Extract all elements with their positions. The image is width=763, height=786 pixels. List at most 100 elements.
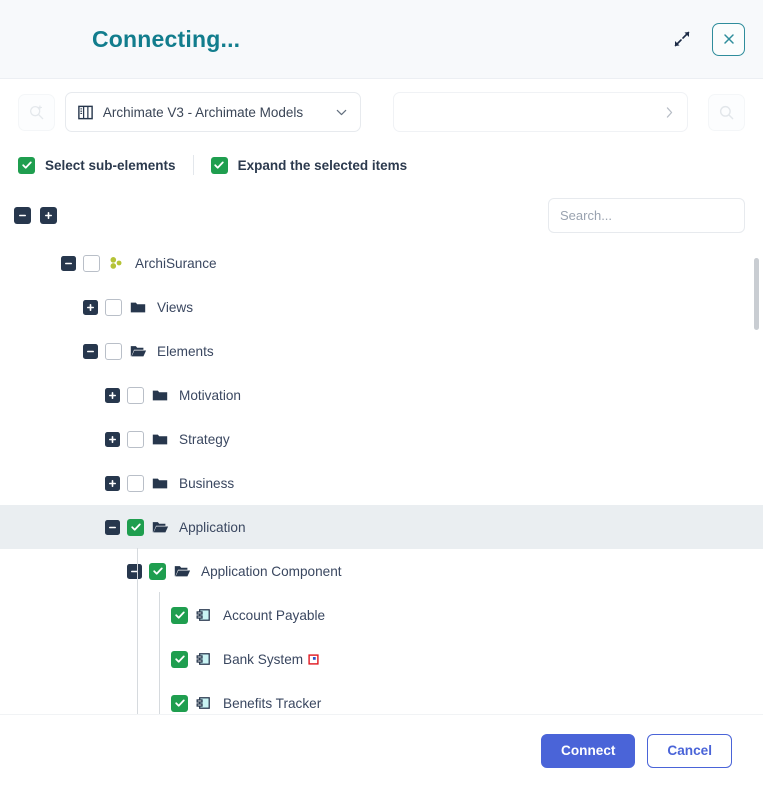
folder-open-icon	[152, 522, 169, 533]
tree-row[interactable]: Bank System	[0, 637, 763, 681]
minus-square-icon	[18, 214, 27, 216]
tree-row-checkbox[interactable]	[105, 342, 122, 360]
page-title: Connecting...	[92, 25, 241, 52]
tree-row[interactable]: Application Component	[0, 549, 763, 593]
tree-row-expand-toggle[interactable]	[105, 475, 120, 491]
tree-scrollbar-thumb[interactable]	[754, 258, 759, 330]
connect-button[interactable]: Connect	[541, 733, 636, 768]
tree-row-expand-toggle[interactable]	[83, 299, 98, 315]
view-reference-badge-icon	[308, 653, 319, 665]
tree-row-checkbox[interactable]	[83, 254, 100, 272]
view-reference-badge-icon	[308, 653, 319, 665]
tree-row[interactable]: Benefits Tracker	[0, 681, 763, 714]
expand-all-button[interactable]	[40, 206, 57, 224]
expand-selected-items-checkbox[interactable]	[210, 156, 228, 174]
tree-row-icon	[173, 562, 197, 580]
table-grid-icon	[78, 105, 93, 119]
collapse-all-button[interactable]	[14, 206, 31, 224]
tree-row-checkbox[interactable]	[127, 430, 144, 448]
plus-icon	[86, 303, 95, 311]
folder-closed-icon	[152, 434, 168, 445]
minus-icon	[86, 350, 95, 352]
model-select[interactable]: Archimate V3 - Archimate Models	[64, 92, 361, 132]
expand-diagonal-icon[interactable]	[668, 25, 696, 53]
tree-guide-line	[159, 592, 160, 714]
plus-square-icon	[44, 211, 53, 219]
path-field[interactable]	[392, 92, 689, 132]
tree-row-expand-toggle[interactable]	[105, 431, 120, 447]
select-sub-elements-checkbox[interactable]	[18, 156, 35, 174]
model-select-value: Archimate V3 - Archimate Models	[102, 104, 304, 120]
toolbar: Archimate V3 - Archimate Models	[0, 79, 763, 145]
select-sub-elements-option[interactable]: Select sub-elements	[18, 156, 176, 174]
tree-row[interactable]: Strategy	[0, 417, 763, 461]
tree-row-checkbox[interactable]	[171, 650, 188, 668]
tree-row-checkbox[interactable]	[127, 518, 144, 536]
dialog-header: Connecting...	[0, 0, 763, 79]
tree-row-label: Account Payable	[223, 607, 326, 623]
folder-open-icon	[174, 566, 191, 577]
check-icon	[130, 523, 141, 531]
tree-row-collapse-toggle[interactable]	[83, 343, 98, 359]
tree-row-icon	[151, 518, 175, 536]
tree-row-checkbox[interactable]	[171, 694, 188, 712]
options-row: Select sub-elements Expand the selected …	[0, 145, 763, 185]
tree-row-checkbox[interactable]	[127, 474, 144, 492]
tree-row-checkbox[interactable]	[127, 386, 144, 404]
cancel-button[interactable]: Cancel	[647, 733, 732, 768]
tree-row-icon	[151, 430, 175, 448]
tree-row[interactable]: Application	[0, 505, 763, 549]
tree-row-icon	[129, 298, 153, 316]
tree-search-input[interactable]	[560, 207, 736, 223]
tree-row-expand-toggle[interactable]	[105, 387, 120, 403]
tree-row[interactable]: Business	[0, 461, 763, 505]
tree-row[interactable]: Views	[0, 285, 763, 329]
tree-row-label: Motivation	[179, 387, 241, 403]
tree-search-box[interactable]	[548, 197, 745, 233]
search-button[interactable]	[708, 93, 745, 131]
tree-row-checkbox[interactable]	[149, 562, 166, 580]
minus-icon	[130, 570, 139, 572]
tree-row-collapse-toggle[interactable]	[127, 563, 142, 579]
tree-row-label: Business	[179, 475, 235, 491]
path-input[interactable]	[403, 104, 663, 120]
tree-row-checkbox[interactable]	[171, 606, 188, 624]
tree-row-icon	[195, 606, 219, 624]
tree-row-collapse-toggle[interactable]	[105, 519, 120, 535]
plus-icon	[108, 435, 117, 443]
tree-row[interactable]: Motivation	[0, 373, 763, 417]
tree-row[interactable]: ArchiSurance	[0, 241, 763, 285]
search-plus-button[interactable]	[18, 93, 55, 131]
chevron-right-icon[interactable]	[662, 105, 677, 120]
plus-icon	[108, 479, 117, 487]
expand-selected-items-option[interactable]: Expand the selected items	[210, 156, 407, 174]
tree-row[interactable]: Elements	[0, 329, 763, 373]
tree-row-collapse-toggle[interactable]	[61, 255, 76, 271]
check-icon	[174, 699, 185, 707]
options-divider	[192, 155, 194, 175]
tree-row-label: Application	[179, 519, 246, 535]
application-component-icon	[196, 697, 210, 709]
tree-row-icon	[107, 254, 131, 272]
tree-row-label: Bank System	[223, 652, 319, 667]
minus-icon	[64, 262, 73, 264]
tree-row-label: Views	[157, 299, 194, 315]
close-icon	[723, 34, 734, 44]
tree-row-icon	[129, 342, 153, 360]
tree-row-label: Application Component	[201, 563, 342, 579]
close-button[interactable]	[712, 22, 745, 56]
model-nodes-icon	[110, 257, 122, 269]
tree-row-icon	[151, 386, 175, 404]
tree-guide-line	[137, 548, 138, 714]
tree-controls	[0, 185, 763, 233]
folder-closed-icon	[130, 302, 146, 313]
select-sub-elements-label: Select sub-elements	[45, 157, 176, 173]
dialog-footer: Connect Cancel	[0, 714, 763, 786]
search-plus-icon	[29, 104, 44, 119]
tree-row-checkbox[interactable]	[105, 298, 122, 316]
tree-row[interactable]: Account Payable	[0, 593, 763, 637]
plus-icon	[108, 391, 117, 399]
